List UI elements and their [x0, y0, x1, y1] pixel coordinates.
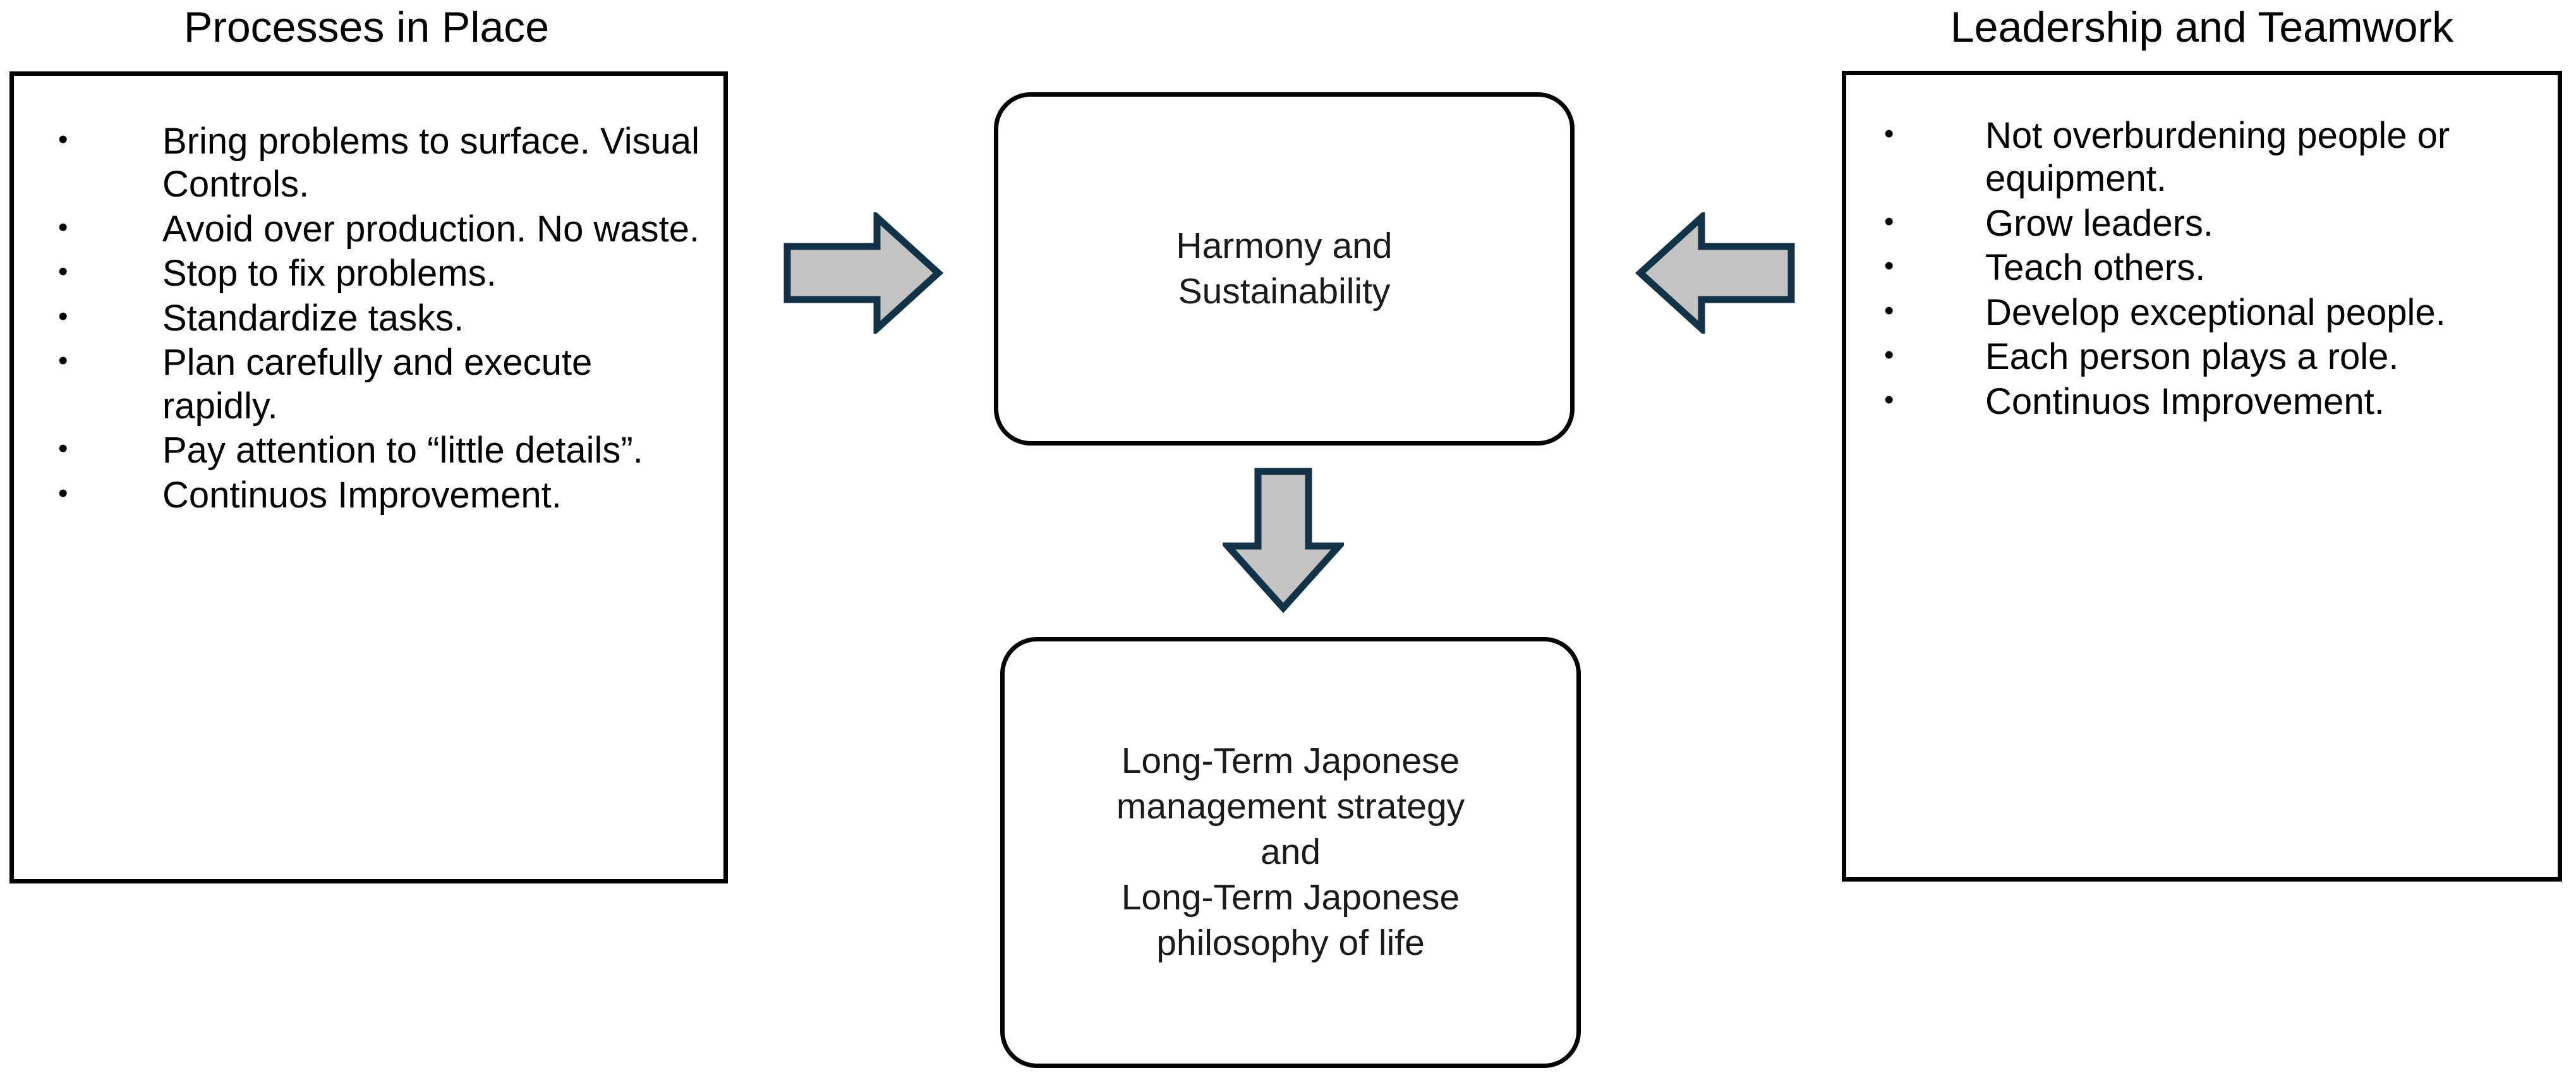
arrow-down-icon — [1223, 466, 1344, 613]
list-item: Continuos Improvement. — [14, 474, 723, 517]
list-item: Not overburdening people or equipment. — [1846, 114, 2558, 201]
right-panel-title: Leadership and Teamwork — [1950, 3, 2454, 51]
center-top-box-text: Harmony and Sustainability — [1176, 225, 1393, 312]
center-top-box: Harmony and Sustainability — [994, 92, 1575, 446]
list-item: Avoid over production. No waste. — [14, 208, 723, 251]
arrow-left-icon — [1635, 212, 1796, 334]
right-panel-box: Not overburdening people or equipment. G… — [1842, 71, 2562, 882]
arrow-right-icon — [782, 212, 943, 334]
right-bullet-list: Not overburdening people or equipment. G… — [1846, 114, 2558, 425]
list-item: Grow leaders. — [1846, 202, 2558, 245]
center-bottom-box-text: Long-Term Japonese management strategy a… — [1116, 741, 1465, 963]
list-item: Plan carefully and execute rapidly. — [14, 341, 723, 428]
left-bullet-list: Bring problems to surface. Visual Contro… — [14, 120, 723, 518]
list-item: Continuos Improvement. — [1846, 380, 2558, 423]
left-panel-box: Bring problems to surface. Visual Contro… — [9, 71, 728, 883]
list-item: Bring problems to surface. Visual Contro… — [14, 120, 723, 207]
list-item: Teach others. — [1846, 246, 2558, 289]
list-item: Stop to fix problems. — [14, 252, 723, 295]
left-panel-title: Processes in Place — [183, 3, 550, 51]
list-item: Standardize tasks. — [14, 297, 723, 340]
list-item: Each person plays a role. — [1846, 336, 2558, 379]
list-item: Pay attention to “little details”. — [14, 429, 723, 472]
center-bottom-box: Long-Term Japonese management strategy a… — [1000, 637, 1581, 1068]
list-item: Develop exceptional people. — [1846, 291, 2558, 334]
